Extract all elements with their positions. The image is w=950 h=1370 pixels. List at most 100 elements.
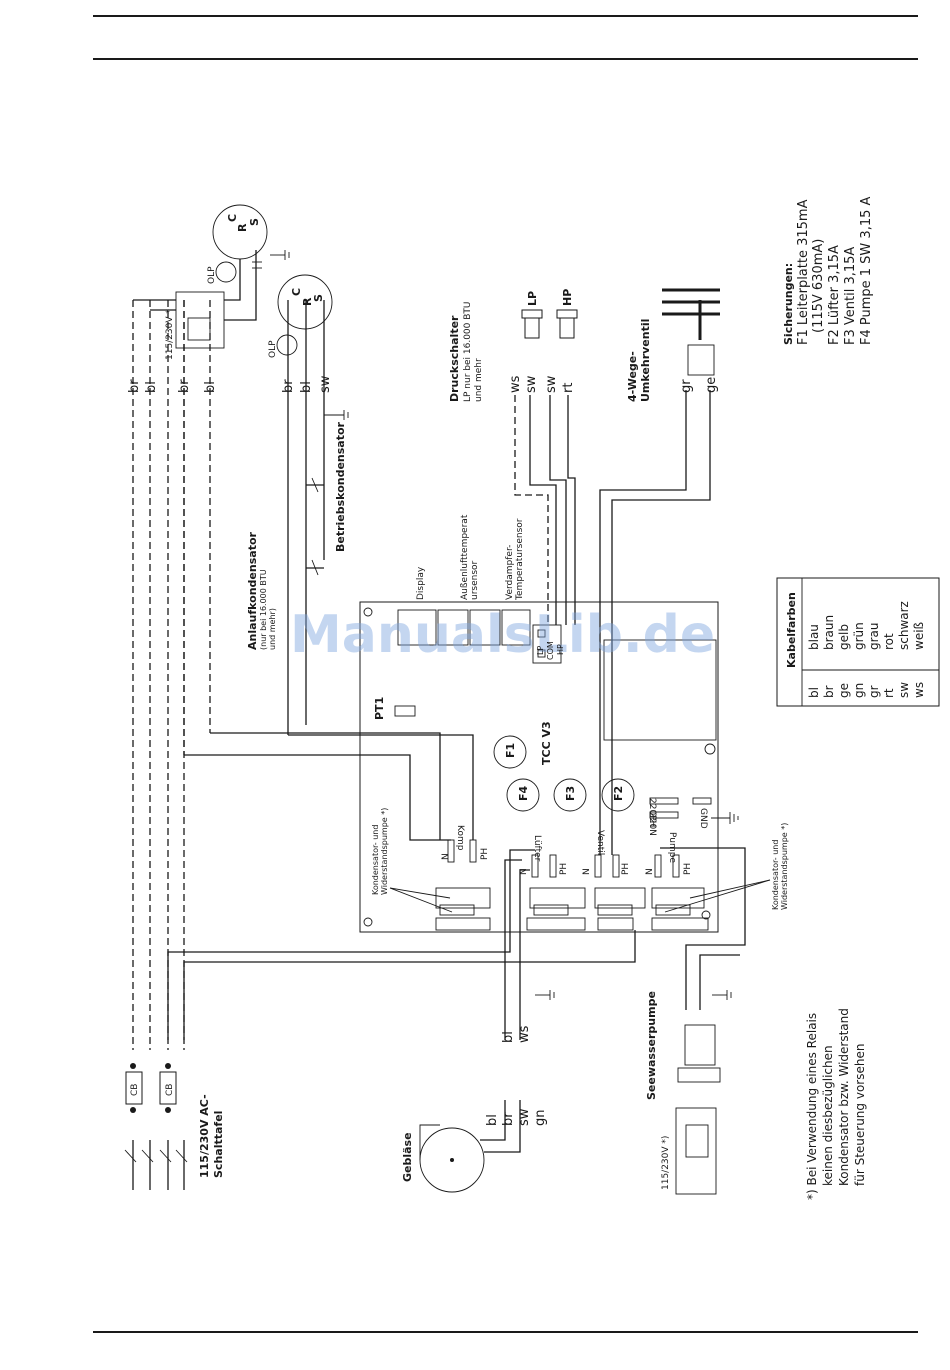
wire-label-gr: gr xyxy=(679,379,694,393)
board-wire-bl: bl xyxy=(501,1031,516,1043)
wire-label-ws-1: ws xyxy=(508,375,523,393)
pump-note-left: Kondensator- undWiderstandspumpe *) xyxy=(371,808,389,895)
evap-sensor-label-1: Verdampfer- xyxy=(505,545,515,600)
terminal-r-top: R xyxy=(236,223,249,232)
wire-label-sw-2: sw xyxy=(524,375,539,393)
pressure-switch-title: Druckschalter xyxy=(448,315,461,402)
fuse-line-2: (115V 630mA) xyxy=(811,239,826,333)
ph-label-luefter: PH xyxy=(559,863,569,875)
wire-label-br-3: br xyxy=(281,379,296,393)
luefter-label: Lüfter xyxy=(532,835,542,862)
n-label-pumpe: N xyxy=(645,868,655,875)
wire-label-rt-1: rt xyxy=(561,383,576,393)
hp-label: HP xyxy=(561,289,574,306)
legend-color: rot xyxy=(882,633,896,650)
fuse-f2 xyxy=(601,778,635,812)
legend-code: bl xyxy=(807,687,821,698)
control-board xyxy=(359,601,771,933)
gnd-label: GND xyxy=(698,808,708,829)
legend-rows: blblaubrbraungegelbgngrüngrgraurtrotswsc… xyxy=(807,601,926,698)
legend-color: grau xyxy=(867,622,881,650)
watermark: ManualsLib.de xyxy=(290,605,715,665)
compressor-mid xyxy=(276,274,333,356)
olp-top-label: OLP xyxy=(207,266,217,284)
blower-wire-bl: bl xyxy=(485,1114,500,1126)
evap-sensor-label: Verdampfer-Temperatursensor xyxy=(505,518,525,601)
fuse-f3 xyxy=(553,778,587,812)
blower-wire-br: br xyxy=(501,1112,516,1126)
komp-label: Komp xyxy=(455,825,465,851)
terminal-c-top: C xyxy=(226,214,239,222)
fuse-f4-label: F4 xyxy=(517,785,530,801)
pump-note-left-1: Kondensator- und xyxy=(371,825,380,895)
wires xyxy=(124,250,746,1190)
lp-pin-label: LP xyxy=(536,646,545,655)
cable-color-legend xyxy=(776,577,940,707)
legend-code: ge xyxy=(837,683,851,698)
footnote-line-1: *) Bei Verwendung eines Relais xyxy=(805,1013,819,1200)
seawater-voltage: 115/230V *) xyxy=(661,1136,671,1190)
ph-label-komp: PH xyxy=(480,848,490,860)
fuse-f3-label: F3 xyxy=(564,786,577,801)
pressure-switch-note-1: LP nur bei 16.000 BTU xyxy=(463,302,473,403)
valve-title-2: Umkehrventil xyxy=(639,319,652,402)
pressure-switch-lp xyxy=(521,309,543,339)
run-capacitor-label: Betriebskondensator xyxy=(334,421,347,552)
fuse-line-3: F2 Lüfter 3,15A xyxy=(827,245,842,345)
outdoor-sensor-label-2: ursensor xyxy=(470,560,480,600)
legend-color: weiß xyxy=(912,621,926,650)
wire-label-br-1: br xyxy=(127,379,142,393)
wire-label-sw-3: sw xyxy=(544,375,559,393)
footnote-line-4: für Steuerung vorsehen xyxy=(853,1044,867,1186)
panel-title-2: Schalttafel xyxy=(212,1111,225,1178)
fuse-f1-label: F1 xyxy=(504,743,517,758)
wire-label-bl-1: bl xyxy=(144,381,159,393)
wire-label-sw-1: sw xyxy=(318,375,333,393)
blower xyxy=(419,1100,521,1193)
wire-label-ge: ge xyxy=(704,377,719,393)
legend-code: gr xyxy=(867,685,881,698)
fuse-line-5: F4 Pumpe 1 SW 3,15 A xyxy=(859,197,874,345)
fuse-line-4: F3 Ventil 3,15A xyxy=(843,247,858,345)
footnote-line-2: keinen diesbezüglichen xyxy=(821,1045,835,1186)
blower-wire-gn: gn xyxy=(533,1110,548,1127)
cb-label-1: CB xyxy=(130,1084,140,1096)
wire-label-br-2: br xyxy=(177,379,192,393)
p220n-label: 220N xyxy=(647,812,657,836)
panel-title-1: 115/230V AC- xyxy=(198,1094,211,1178)
circuit-breaker-1 xyxy=(125,1063,143,1113)
start-capacitor-note: (nur bei 16.000 BTUund mehr) xyxy=(259,569,277,650)
p220ph-label: 220PH xyxy=(647,798,657,827)
pressure-switch-note-2: und mehr xyxy=(474,358,484,402)
pt1-label: PT1 xyxy=(373,697,386,720)
start-capacitor-note-1: (nur bei 16.000 BTU xyxy=(259,569,268,650)
legend-code: br xyxy=(822,685,836,698)
legend-color: schwarz xyxy=(897,601,911,650)
cb-label-2: CB xyxy=(165,1084,175,1096)
seawater-pump xyxy=(675,1024,721,1195)
circuit-breaker-2 xyxy=(159,1063,177,1113)
legend-code: gn xyxy=(852,683,866,698)
blower-wire-sw: sw xyxy=(517,1108,532,1126)
legend-code: sw xyxy=(897,682,911,698)
pump-note-right-1: Kondensator- und xyxy=(771,840,780,910)
board-wire-ws: ws xyxy=(517,1025,532,1043)
terminal-c-mid: C xyxy=(290,288,303,296)
legend-color: blau xyxy=(807,624,821,650)
n-label-luefter: N xyxy=(519,868,529,875)
fuse-f1 xyxy=(493,735,527,769)
pressure-switch-note: LP nur bei 16.000 BTUund mehr xyxy=(463,302,484,403)
legend-color: braun xyxy=(822,615,836,650)
legend-code: ws xyxy=(912,682,926,698)
start-capacitor-label: Anlaufkondensator xyxy=(246,531,259,650)
ph-label-ventil: PH xyxy=(621,863,631,875)
compressor-top xyxy=(133,204,268,349)
wire-label-bl-2: bl xyxy=(203,381,218,393)
hp-pin-label: HP xyxy=(556,644,565,655)
compressor-voltage: 115/230V * xyxy=(165,309,175,360)
n-label-komp: N xyxy=(441,853,451,860)
olp-mid-label: OLP xyxy=(268,340,278,358)
fuse-f2-label: F2 xyxy=(612,786,625,801)
legend-title: Kabelfarben xyxy=(785,592,798,668)
legend-color: grün xyxy=(852,622,866,650)
